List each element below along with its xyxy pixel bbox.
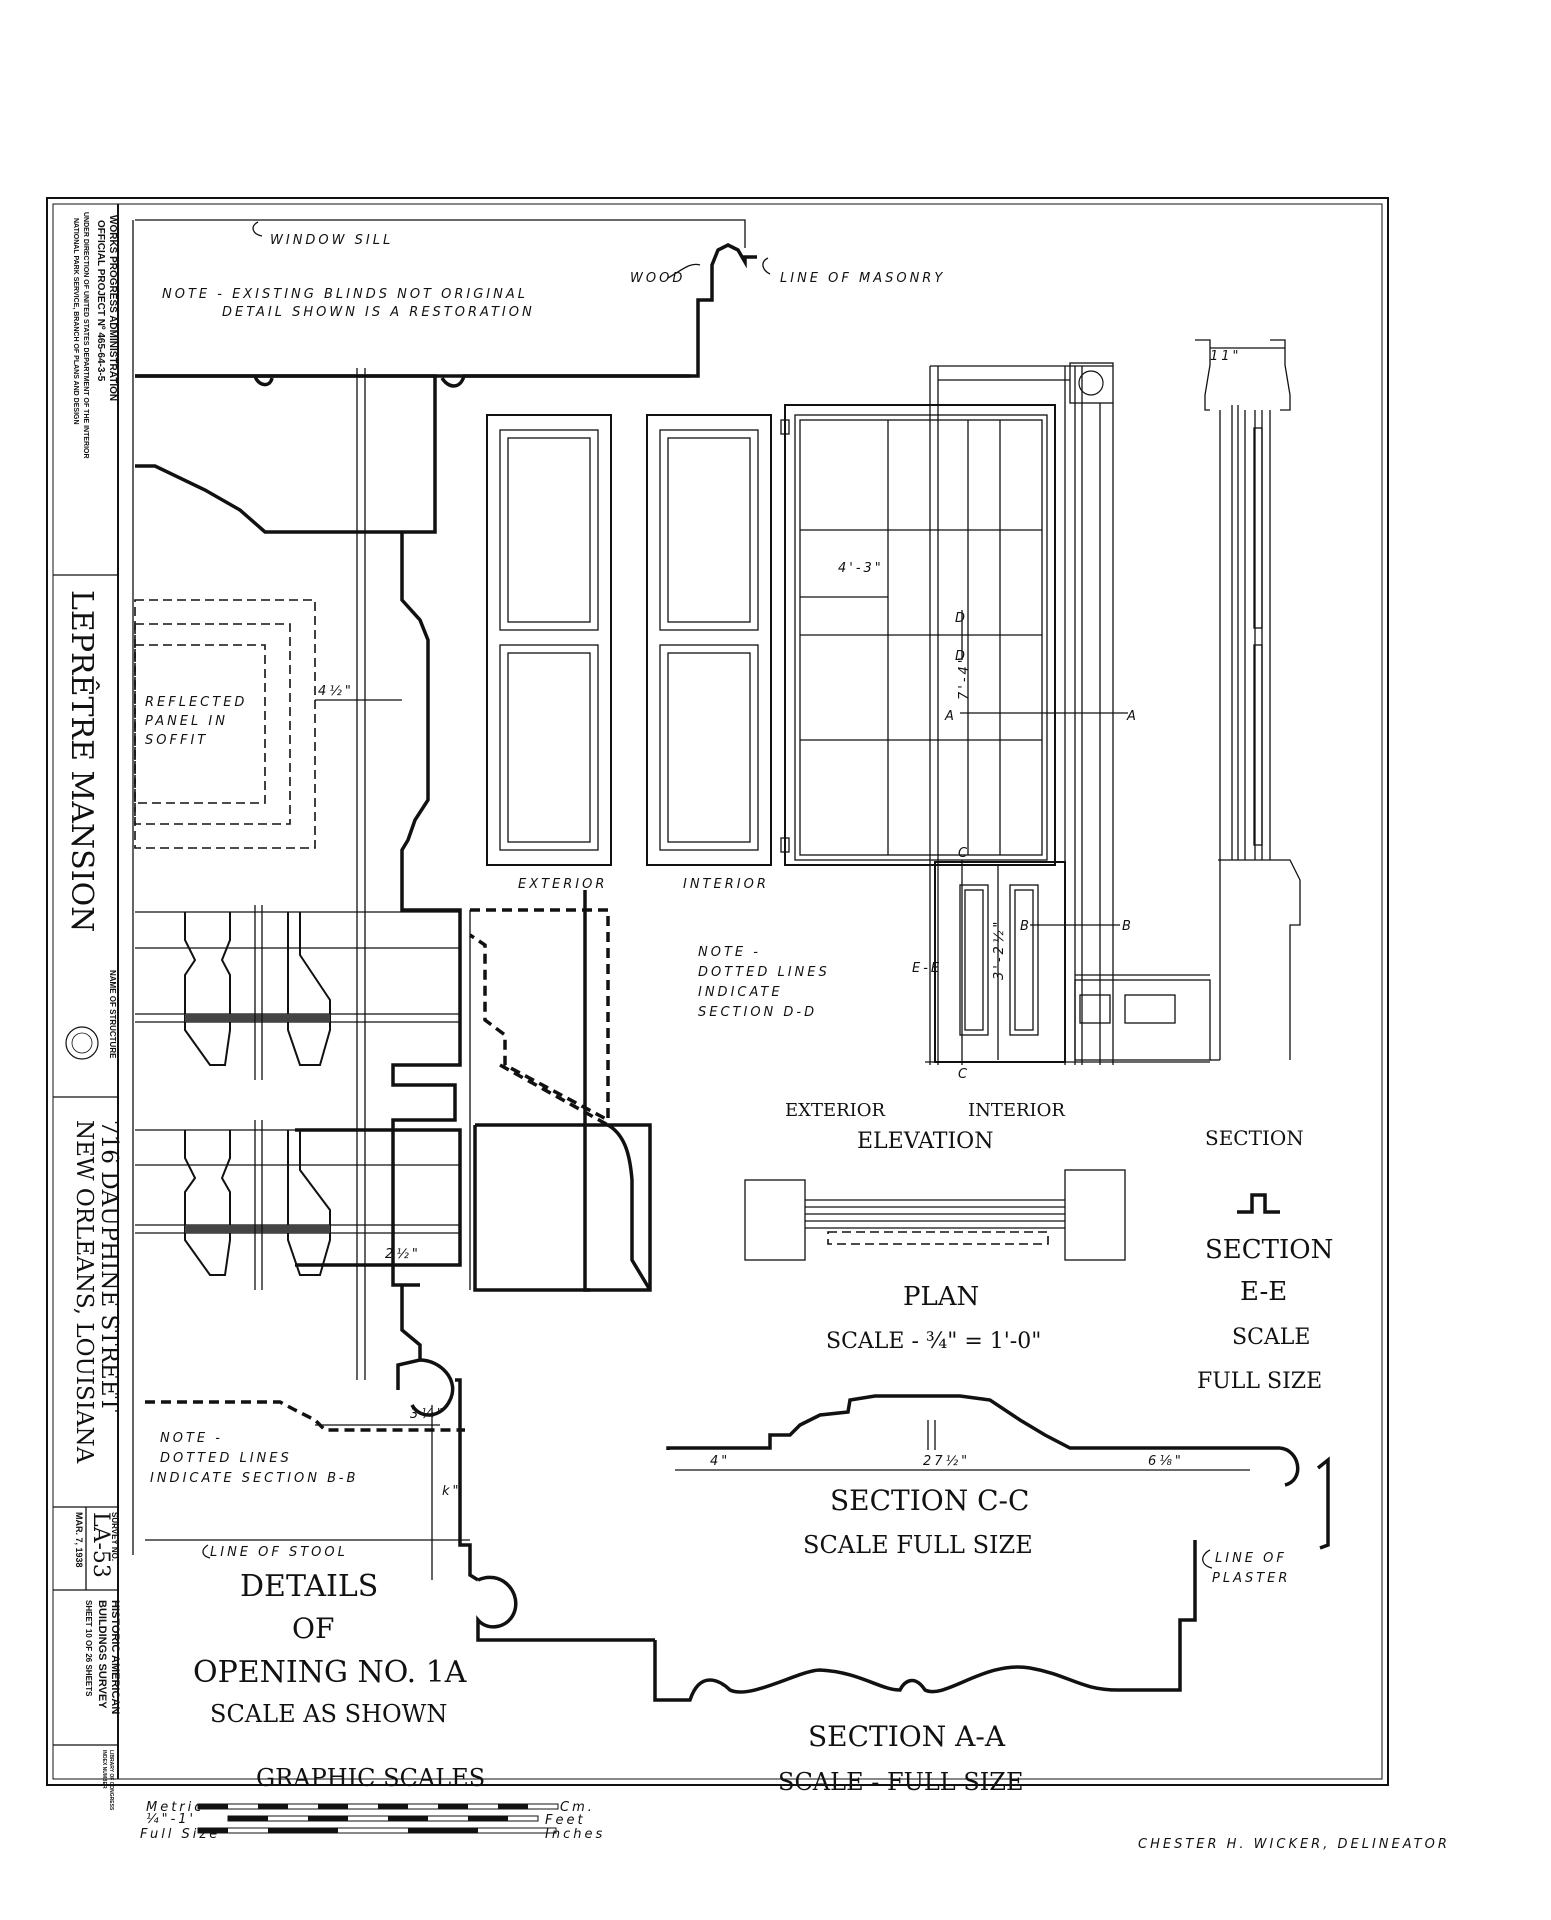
line-of-plaster-line1: LINE OF <box>1215 1551 1287 1566</box>
habs-seal-icon <box>65 1026 99 1060</box>
exterior-label: EXTERIOR <box>518 877 607 892</box>
section-cc-scale: SCALE FULL SIZE <box>803 1531 1033 1559</box>
exterior-elevation-title: EXTERIOR <box>785 1100 886 1121</box>
note-dd-line4: SECTION D-D <box>698 1005 817 1020</box>
section-drawing <box>1195 339 1301 1061</box>
cut-c-bottom: C <box>958 1067 970 1082</box>
delineator-credit: CHESTER H. WICKER, DELINEATOR <box>1138 1837 1450 1852</box>
scale-feet-label: Feet <box>545 1813 586 1828</box>
dimension-c1: 4" <box>710 1454 730 1469</box>
section-aa-title: SECTION A-A <box>808 1720 1006 1753</box>
library-line2: INDEX NUMBER <box>101 1750 107 1789</box>
details-of: OF <box>292 1612 334 1645</box>
cut-d-bottom: D <box>955 649 968 664</box>
note-blinds-line1: NOTE - EXISTING BLINDS NOT ORIGINAL <box>162 287 528 302</box>
reflected-line2: PANEL IN <box>145 714 228 729</box>
interior-label: INTERIOR <box>683 877 769 892</box>
note-blinds-line2: DETAIL SHOWN IS A RESTORATION <box>222 305 535 320</box>
name-of-structure-label: NAME OF STRUCTURE <box>108 970 117 1059</box>
section-ee-scale: SCALE <box>1232 1325 1310 1350</box>
dimension-7-4: 7'-4" <box>957 654 972 700</box>
cut-e-label: E-E <box>912 961 942 976</box>
title-block: WORKS PROGRESS ADMINISTRATION OFFICIAL P… <box>53 204 122 1811</box>
cut-d-top: D <box>955 611 968 626</box>
cut-b-left: B <box>1020 919 1032 934</box>
dimension-k: k" <box>442 1484 462 1499</box>
dimension-c2: 27½" <box>923 1454 970 1469</box>
note-dd-line3: INDICATE <box>698 985 783 1000</box>
details-scale: SCALE AS SHOWN <box>210 1700 447 1728</box>
window-sill-label: WINDOW SILL <box>270 233 393 248</box>
agency-line3: UNDER DIRECTION OF UNITED STATES DEPARTM… <box>82 212 89 459</box>
dimension-c3: 6⅛" <box>1148 1454 1184 1469</box>
section-cc-drawing <box>666 1394 1330 1550</box>
habs-line1: HISTORIC AMERICAN <box>109 1600 121 1714</box>
section-aa-scale: SCALE - FULL SIZE <box>778 1768 1023 1796</box>
dimension-4-3: 4'-3" <box>838 561 884 576</box>
address-line2: NEW ORLEANS, LOUISIANA <box>71 1120 97 1464</box>
scale-cm-label: Cm. <box>560 1800 595 1815</box>
dimension-3-quarter: 3¼" <box>410 1407 446 1422</box>
note-bb-line3: INDICATE SECTION B-B <box>150 1471 358 1486</box>
scale-full-label: Full Size <box>140 1827 220 1842</box>
reflected-line1: REFLECTED <box>145 695 247 710</box>
library-line1: LIBRARY OF CONGRESS <box>108 1750 114 1811</box>
survey-label: SURVEY NO. <box>110 1512 119 1561</box>
cut-a-left: A <box>944 709 957 724</box>
address-line1: 716 DAUPHINE STREET <box>96 1120 122 1412</box>
scale-metric-label: Metric <box>146 1800 204 1815</box>
elevation-title: ELEVATION <box>857 1129 993 1154</box>
outer-border <box>46 197 1389 1786</box>
section-ee-title-2: E-E <box>1240 1277 1287 1307</box>
wood-label: WOOD <box>630 271 685 286</box>
graphic-scale-bars <box>197 1803 559 1834</box>
interior-elevation-title: INTERIOR <box>968 1100 1065 1121</box>
note-dd-line2: DOTTED LINES <box>698 965 830 980</box>
line-of-plaster-line2: PLASTER <box>1212 1571 1290 1586</box>
section-ee-title: SECTION <box>1205 1235 1333 1265</box>
graphic-scales-title: GRAPHIC SCALES <box>256 1764 485 1792</box>
line-of-masonry-label: LINE OF MASONRY <box>780 271 945 286</box>
plan-title: PLAN <box>903 1282 979 1312</box>
agency-line2: OFFICIAL PROJECT Nº 465-64-3-5 <box>95 220 106 382</box>
agency-line4: NATIONAL PARK SERVICE, BRANCH OF PLANS A… <box>72 218 79 425</box>
section-title: SECTION <box>1205 1126 1304 1150</box>
scale-inches-label: Inches <box>545 1827 605 1842</box>
survey-date: MAR. 7, 1938 <box>74 1512 84 1568</box>
elevation-drawing <box>486 362 1211 1065</box>
dimension-11: 11" <box>1210 349 1242 364</box>
agency-line1: WORKS PROGRESS ADMINISTRATION <box>107 215 118 401</box>
dimension-2-half: 2½" <box>385 1247 421 1262</box>
plan-scale: SCALE - ¾" = 1'-0" <box>826 1329 1041 1354</box>
scale-quarter-label: ¼"-1' <box>146 1812 196 1827</box>
dimension-4-half: 4½" <box>318 684 354 699</box>
survey-number: LA-53 <box>88 1512 113 1578</box>
inner-border <box>52 203 1383 1780</box>
structure-name: LEPRÊTRE MANSION <box>64 590 100 932</box>
habs-line2: BUILDINGS SURVEY <box>96 1600 108 1709</box>
cut-c-top: C <box>958 846 970 861</box>
details-title: DETAILS <box>240 1569 378 1604</box>
left-detail-drawing <box>132 219 771 1642</box>
details-opening: OPENING NO. 1A <box>193 1655 467 1690</box>
sheet-number: SHEET 10 OF 26 SHEETS <box>84 1600 93 1697</box>
line-of-stool-label: LINE OF STOOL <box>210 1545 348 1560</box>
note-bb-line1: NOTE - <box>160 1431 223 1446</box>
plan-drawing <box>744 1169 1126 1261</box>
section-cc-title: SECTION C-C <box>830 1484 1029 1517</box>
note-bb-line2: DOTTED LINES <box>160 1451 292 1466</box>
note-dd-line1: NOTE - <box>698 945 761 960</box>
dimension-3-2: 3'-2½" <box>992 919 1007 980</box>
cut-b-right: B <box>1122 919 1134 934</box>
section-ee-drawing <box>1237 1193 1280 1214</box>
cut-a-right: A <box>1126 709 1139 724</box>
section-ee-full-size: FULL SIZE <box>1197 1369 1322 1394</box>
section-aa-drawing <box>653 1540 1213 1702</box>
reflected-line3: SOFFIT <box>145 733 208 748</box>
